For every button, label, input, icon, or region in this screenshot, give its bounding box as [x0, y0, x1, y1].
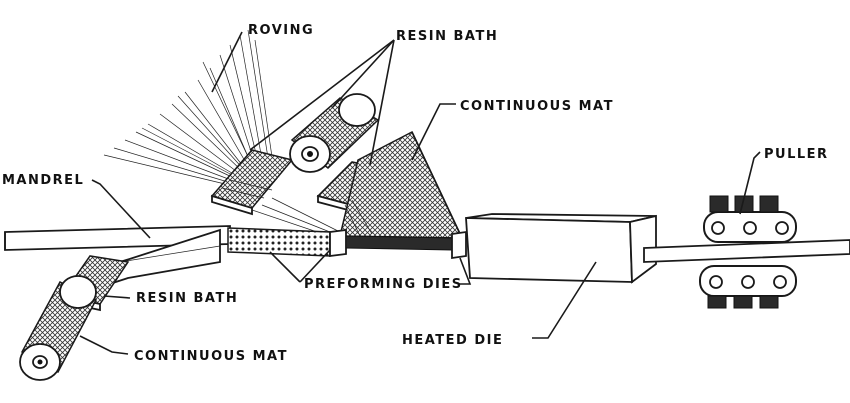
- label-resin-bath-top: RESIN BATH: [396, 29, 498, 44]
- heated-die-block: [465, 213, 657, 284]
- label-mandrel: MANDREL: [2, 173, 84, 188]
- label-resin-bath-bottom: RESIN BATH: [136, 291, 238, 306]
- label-roving: ROVING: [248, 23, 314, 38]
- upper-resin-bath: [210, 149, 294, 216]
- output-profile: [643, 239, 850, 263]
- label-continuous-mat-bottom: CONTINUOUS MAT: [134, 349, 288, 364]
- label-puller: PULLER: [764, 147, 829, 162]
- label-heated-die: HEATED DIE: [402, 333, 503, 348]
- puller-lower-track: [699, 265, 797, 309]
- upper-mat-roll: [289, 93, 380, 173]
- puller-upper-track: [703, 195, 797, 243]
- lower-mat-roll: [19, 275, 98, 381]
- roving-strands: [103, 29, 273, 185]
- label-preforming-dies: PREFORMING DIES: [304, 277, 463, 292]
- leader-lines: [79, 31, 761, 355]
- preforming-die-section: [227, 227, 467, 260]
- label-continuous-mat-top: CONTINUOUS MAT: [460, 99, 614, 114]
- upper-continuous-mat-sheet: [339, 130, 464, 239]
